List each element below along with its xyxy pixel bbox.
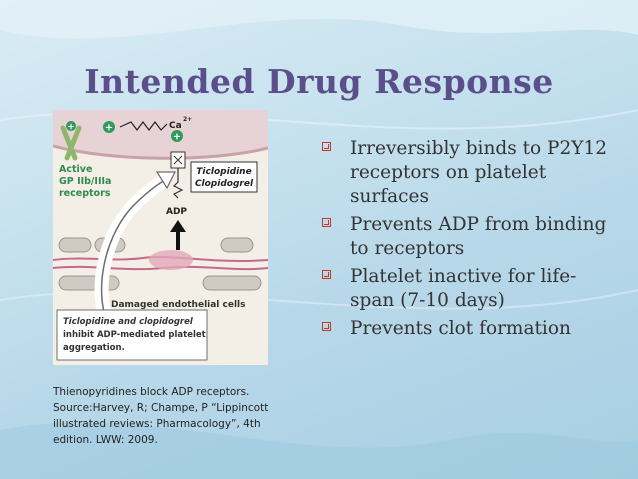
svg-text:+: +: [105, 123, 113, 134]
receptor-label-active: Active: [59, 164, 92, 175]
receptor-label-gp: GP IIb/IIIa: [59, 176, 111, 187]
inhibit-line-2: inhibit ADP-mediated platelet: [63, 330, 206, 340]
calcium-ion-icon: [103, 121, 115, 133]
activation-icon: [171, 130, 183, 142]
bullet-text: Irreversibly binds to P2Y12 receptors on…: [350, 138, 608, 207]
checkbox-bullet-icon: [322, 322, 331, 331]
caption-line-1: Thienopyridines block ADP receptors.: [53, 386, 250, 398]
figure-caption: Thienopyridines block ADP receptors. Sou…: [53, 384, 283, 448]
bullet-text: Platelet inactive for life-span (7-10 da…: [350, 266, 577, 311]
adp-label: ADP: [166, 207, 187, 217]
gp-receptor-icon: [60, 125, 82, 161]
bullet-item: Prevents clot formation: [320, 317, 620, 341]
slide-title: Intended Drug Response: [84, 62, 554, 101]
caption-line-3: illustrated reviews: Pharmacology”, 4th: [53, 418, 261, 430]
checkbox-bullet-icon: [322, 142, 331, 151]
checkbox-bullet-icon: [322, 270, 331, 279]
checkbox-bullet-icon: [322, 218, 331, 227]
svg-text:+: +: [173, 132, 181, 143]
endothelial-cells: [53, 237, 268, 291]
platelet-region: [53, 110, 268, 159]
receptor-label-receptors: receptors: [59, 188, 111, 199]
caption-line-2: Source:Harvey, R; Champe, P “Lippincott: [53, 402, 269, 414]
ca-superscript: 2+: [183, 116, 192, 123]
inhibition-arrowhead-icon: [155, 171, 176, 190]
bullet-item: Platelet inactive for life-span (7-10 da…: [320, 265, 620, 313]
bullet-item: Irreversibly binds to P2Y12 receptors on…: [320, 137, 620, 209]
endothelial-label: Damaged endothelial cells: [111, 300, 246, 310]
bullet-list: Irreversibly binds to P2Y12 receptors on…: [320, 137, 620, 345]
drug-label-clopidogrel: Clopidogrel: [195, 179, 254, 189]
caption-line-4: edition. LWW: 2009.: [53, 434, 158, 446]
bullet-item: Prevents ADP from binding to receptors: [320, 213, 620, 261]
bullet-text: Prevents clot formation: [350, 318, 571, 339]
adp-arrow-icon: [170, 220, 186, 232]
svg-text:+: +: [67, 123, 75, 133]
drug-label-box: [190, 161, 258, 193]
drug-label-ticlopidine: Ticlopidine: [196, 167, 251, 177]
bullet-text: Prevents ADP from binding to receptors: [350, 214, 607, 259]
inhibit-line-1: Ticlopidine and clopidogrel: [63, 317, 194, 327]
inhibit-line-3: aggregation.: [63, 343, 125, 353]
drug-mechanism-diagram: + Ca 2+ + Ticlopidine Clopidogrel + Acti…: [53, 110, 268, 365]
ca-label: Ca: [169, 121, 182, 131]
inhibit-text-box: [56, 309, 208, 361]
